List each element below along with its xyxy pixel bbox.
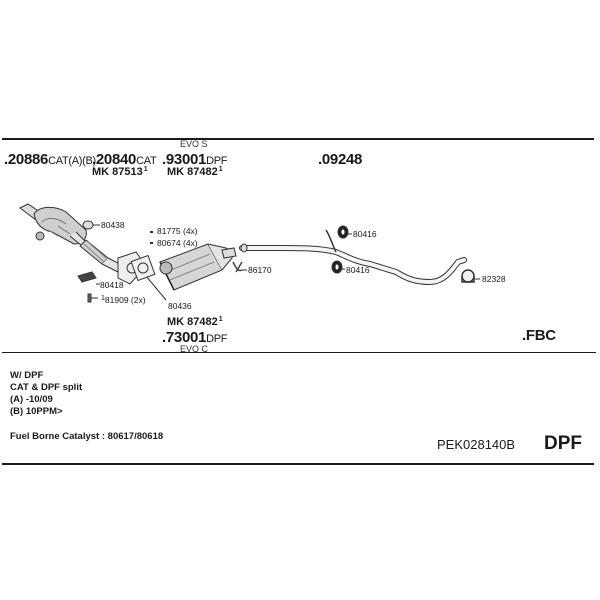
kit-code: PEK028140B: [437, 437, 516, 452]
flex-pipe-20840[interactable]: [79, 239, 125, 273]
part-code-20840[interactable]: .20840CAT: [92, 151, 157, 168]
part-code-20886[interactable]: .20886CAT(A)(B): [4, 151, 96, 168]
part-code-93001[interactable]: .93001DPF: [162, 151, 228, 168]
part-mk-87513: MK 875131: [92, 166, 148, 178]
section-divider: [2, 352, 596, 353]
clamp-80418[interactable]: [77, 271, 100, 285]
rubber-mount-80416-bottom[interactable]: [331, 260, 345, 274]
label-80416-top[interactable]: 80416: [353, 229, 377, 239]
bolts-81909[interactable]: [87, 293, 98, 303]
label-80436[interactable]: 80436: [168, 301, 192, 311]
label-80416-bottom[interactable]: 80416: [346, 265, 370, 275]
part-code-73001[interactable]: .73001DPF: [162, 329, 228, 346]
diagram-frame: [2, 138, 594, 465]
label-81775[interactable]: 81775 (4x): [157, 226, 198, 236]
rear-pipe-09248[interactable]: [239, 229, 467, 286]
rubber-mount-80416-top[interactable]: [337, 225, 352, 239]
catalytic-converter-20886[interactable]: [19, 203, 87, 247]
label-81909[interactable]: 181909 (2x): [101, 295, 146, 305]
label-86170[interactable]: 86170: [248, 265, 272, 275]
evo-c-label: EVO C: [180, 344, 209, 354]
gasket-80438[interactable]: [82, 220, 100, 230]
note-line-1: W/ DPF: [10, 370, 44, 381]
label-80438[interactable]: 80438: [101, 220, 125, 230]
part-mk-87482-top: MK 874821: [167, 166, 223, 178]
note-line-5: Fuel Borne Catalyst : 80617/80618: [10, 431, 164, 442]
evo-s-label: EVO S: [180, 139, 208, 149]
fbc-code[interactable]: .FBC: [522, 327, 556, 344]
note-line-2: CAT & DPF split: [10, 382, 83, 393]
label-82328[interactable]: 82328: [482, 274, 506, 284]
note-line-3: (A) -10/09: [10, 394, 53, 405]
bolts-81775[interactable]: [150, 231, 153, 244]
hanger-86170[interactable]: [232, 261, 247, 273]
note-line-4: (B) 10PPM>: [10, 406, 63, 417]
label-80674[interactable]: 80674 (4x): [157, 238, 198, 248]
part-code-09248[interactable]: .09248: [318, 151, 363, 168]
intermediate-pipe[interactable]: [221, 247, 237, 259]
part-mk-87482-bottom: MK 874821: [167, 316, 223, 328]
gasket-flange[interactable]: [130, 254, 156, 282]
kit-type: DPF: [544, 433, 582, 454]
clamp-82328[interactable]: [461, 269, 480, 283]
label-80418[interactable]: 80418: [100, 280, 124, 290]
